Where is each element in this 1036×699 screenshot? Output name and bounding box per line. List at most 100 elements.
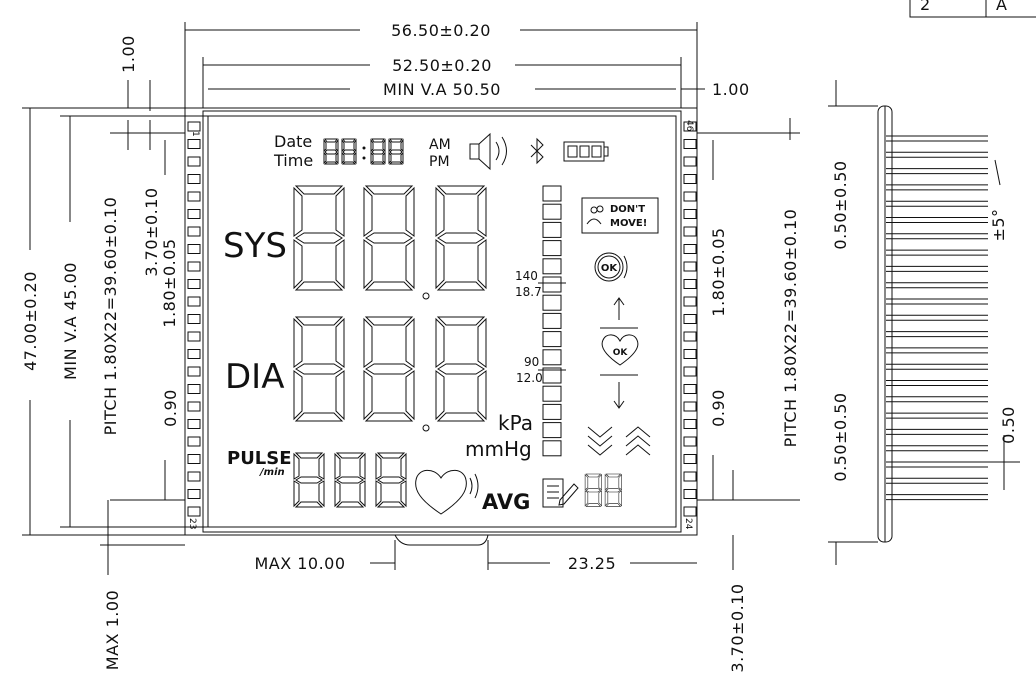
bluetooth-icon [530, 137, 544, 165]
pin-label-bottom-right: 24 [683, 518, 693, 530]
ok-heart-icon: OK [601, 334, 639, 366]
left-pin [187, 191, 201, 202]
right-pin [683, 279, 697, 289]
chevron-up-icon [625, 426, 651, 456]
memory-digit-2 [604, 473, 622, 507]
right-pin [683, 209, 697, 219]
right-dimensions: PITCH 1.80X22=39.60±0.10 1.80±0.05 0.90 … [697, 118, 800, 673]
pulse-digit-2 [334, 452, 366, 508]
dim-pitch-left: PITCH 1.80X22=39.60±0.10 [101, 197, 120, 436]
dim-side-pin: 0.50 [999, 406, 1018, 444]
bar-segment [542, 440, 562, 457]
speaker-icon [469, 132, 507, 171]
bar-segment [542, 385, 562, 402]
left-dimensions: 47.00±0.20 MIN V.A 45.00 PITCH 1.80X22=3… [21, 35, 208, 670]
per-min-label: /min [259, 467, 285, 478]
heart-icon [415, 469, 479, 515]
bar-segment [542, 312, 562, 329]
ok-icon: OK [594, 252, 628, 282]
dim-side-top: 0.50±0.50 [831, 160, 850, 249]
dont-label: DON'T [610, 204, 645, 215]
mmhg-label: mmHg [465, 437, 532, 461]
dim-edge-top: 1.00 [119, 35, 138, 73]
left-pin [187, 366, 201, 377]
dim-pin-gap-left: 0.90 [161, 389, 180, 427]
time-label: Time [273, 151, 313, 170]
right-pin [683, 384, 697, 394]
memory-digit-1 [584, 473, 602, 507]
bar-segment [542, 331, 562, 348]
right-pin [683, 296, 697, 307]
left-pin [187, 401, 201, 412]
date-label: Date [274, 132, 312, 151]
left-pin [187, 209, 201, 219]
right-pin [683, 366, 697, 377]
dia-label: DIA [225, 357, 284, 397]
pulse-digit-1 [293, 452, 325, 508]
dim-bottom-max: MAX 1.00 [103, 590, 122, 670]
dim-pin-width-left: 1.80±0.05 [160, 238, 179, 327]
dim-side-angle: ±5° [989, 208, 1008, 241]
right-pin [683, 226, 697, 237]
left-pin [187, 261, 201, 272]
right-pin [683, 174, 697, 184]
dim-active-width: MIN V.A 50.50 [383, 80, 501, 99]
scale-140: 140 [515, 269, 538, 283]
left-pin [187, 454, 201, 464]
left-pin [187, 121, 201, 132]
dim-bottom-offset: 3.70±0.10 [728, 583, 747, 672]
pulse-digit-3 [375, 452, 407, 508]
bar-segment [542, 258, 562, 275]
left-pin [187, 244, 201, 254]
right-pin [683, 139, 697, 149]
dim-edge-right: 1.00 [712, 80, 750, 99]
dim-active-height: MIN V.A 45.00 [61, 262, 80, 380]
dim-pin-width-right: 1.80±0.05 [709, 227, 728, 316]
bar-segment [542, 203, 562, 220]
dim-pitch-right: PITCH 1.80X22=39.60±0.10 [781, 209, 800, 448]
right-pin [683, 489, 697, 499]
right-pin [683, 121, 697, 132]
pressure-bar-stack [538, 185, 566, 457]
right-pin [683, 314, 697, 324]
bottom-dimensions: MAX 10.00 23.25 [254, 534, 697, 573]
bar-segment [542, 221, 562, 238]
dim-side-bottom: 0.50±0.50 [831, 392, 850, 481]
left-pin [187, 471, 201, 482]
dia-digit-3 [435, 316, 487, 422]
bar-segment [542, 403, 562, 420]
right-pin [683, 454, 697, 464]
right-pin [683, 261, 697, 272]
left-pin [187, 489, 201, 499]
left-pin [187, 226, 201, 237]
left-pin [187, 156, 201, 167]
left-pin [187, 436, 201, 447]
title-cell-2: A [996, 0, 1007, 14]
dim-offset-left: 3.70±0.10 [142, 187, 161, 276]
dia-digit-2 [363, 316, 415, 422]
ok-label: OK [601, 263, 619, 274]
bar-segment [542, 294, 562, 311]
left-pin [187, 296, 201, 307]
top-dimensions: 56.50±0.20 52.50±0.20 MIN V.A 50.50 1.00 [184, 21, 750, 108]
lcd-panel [184, 107, 698, 536]
dim-overall-width: 56.50±0.20 [391, 21, 491, 40]
dim-overall-height: 47.00±0.20 [21, 271, 40, 371]
dim-tail-max: MAX 10.00 [254, 554, 345, 573]
am-label: AM [429, 137, 451, 153]
arrow-down-icon [613, 382, 625, 409]
battery-icon [563, 141, 609, 162]
right-pin [683, 419, 697, 429]
left-pin [187, 384, 201, 394]
bar-segment [542, 349, 562, 366]
bar-segment [542, 185, 562, 202]
right-pin [683, 331, 697, 342]
side-view: 0.50±0.50 0.50±0.50 ±5° 0.50 [828, 80, 1020, 565]
move-label: MOVE! [610, 218, 647, 229]
right-pin [683, 244, 697, 254]
sys-digit-2 [363, 185, 415, 291]
scale-12-0: 12.0 [516, 371, 543, 385]
bar-segment [542, 367, 562, 384]
bar-segment [542, 240, 562, 257]
